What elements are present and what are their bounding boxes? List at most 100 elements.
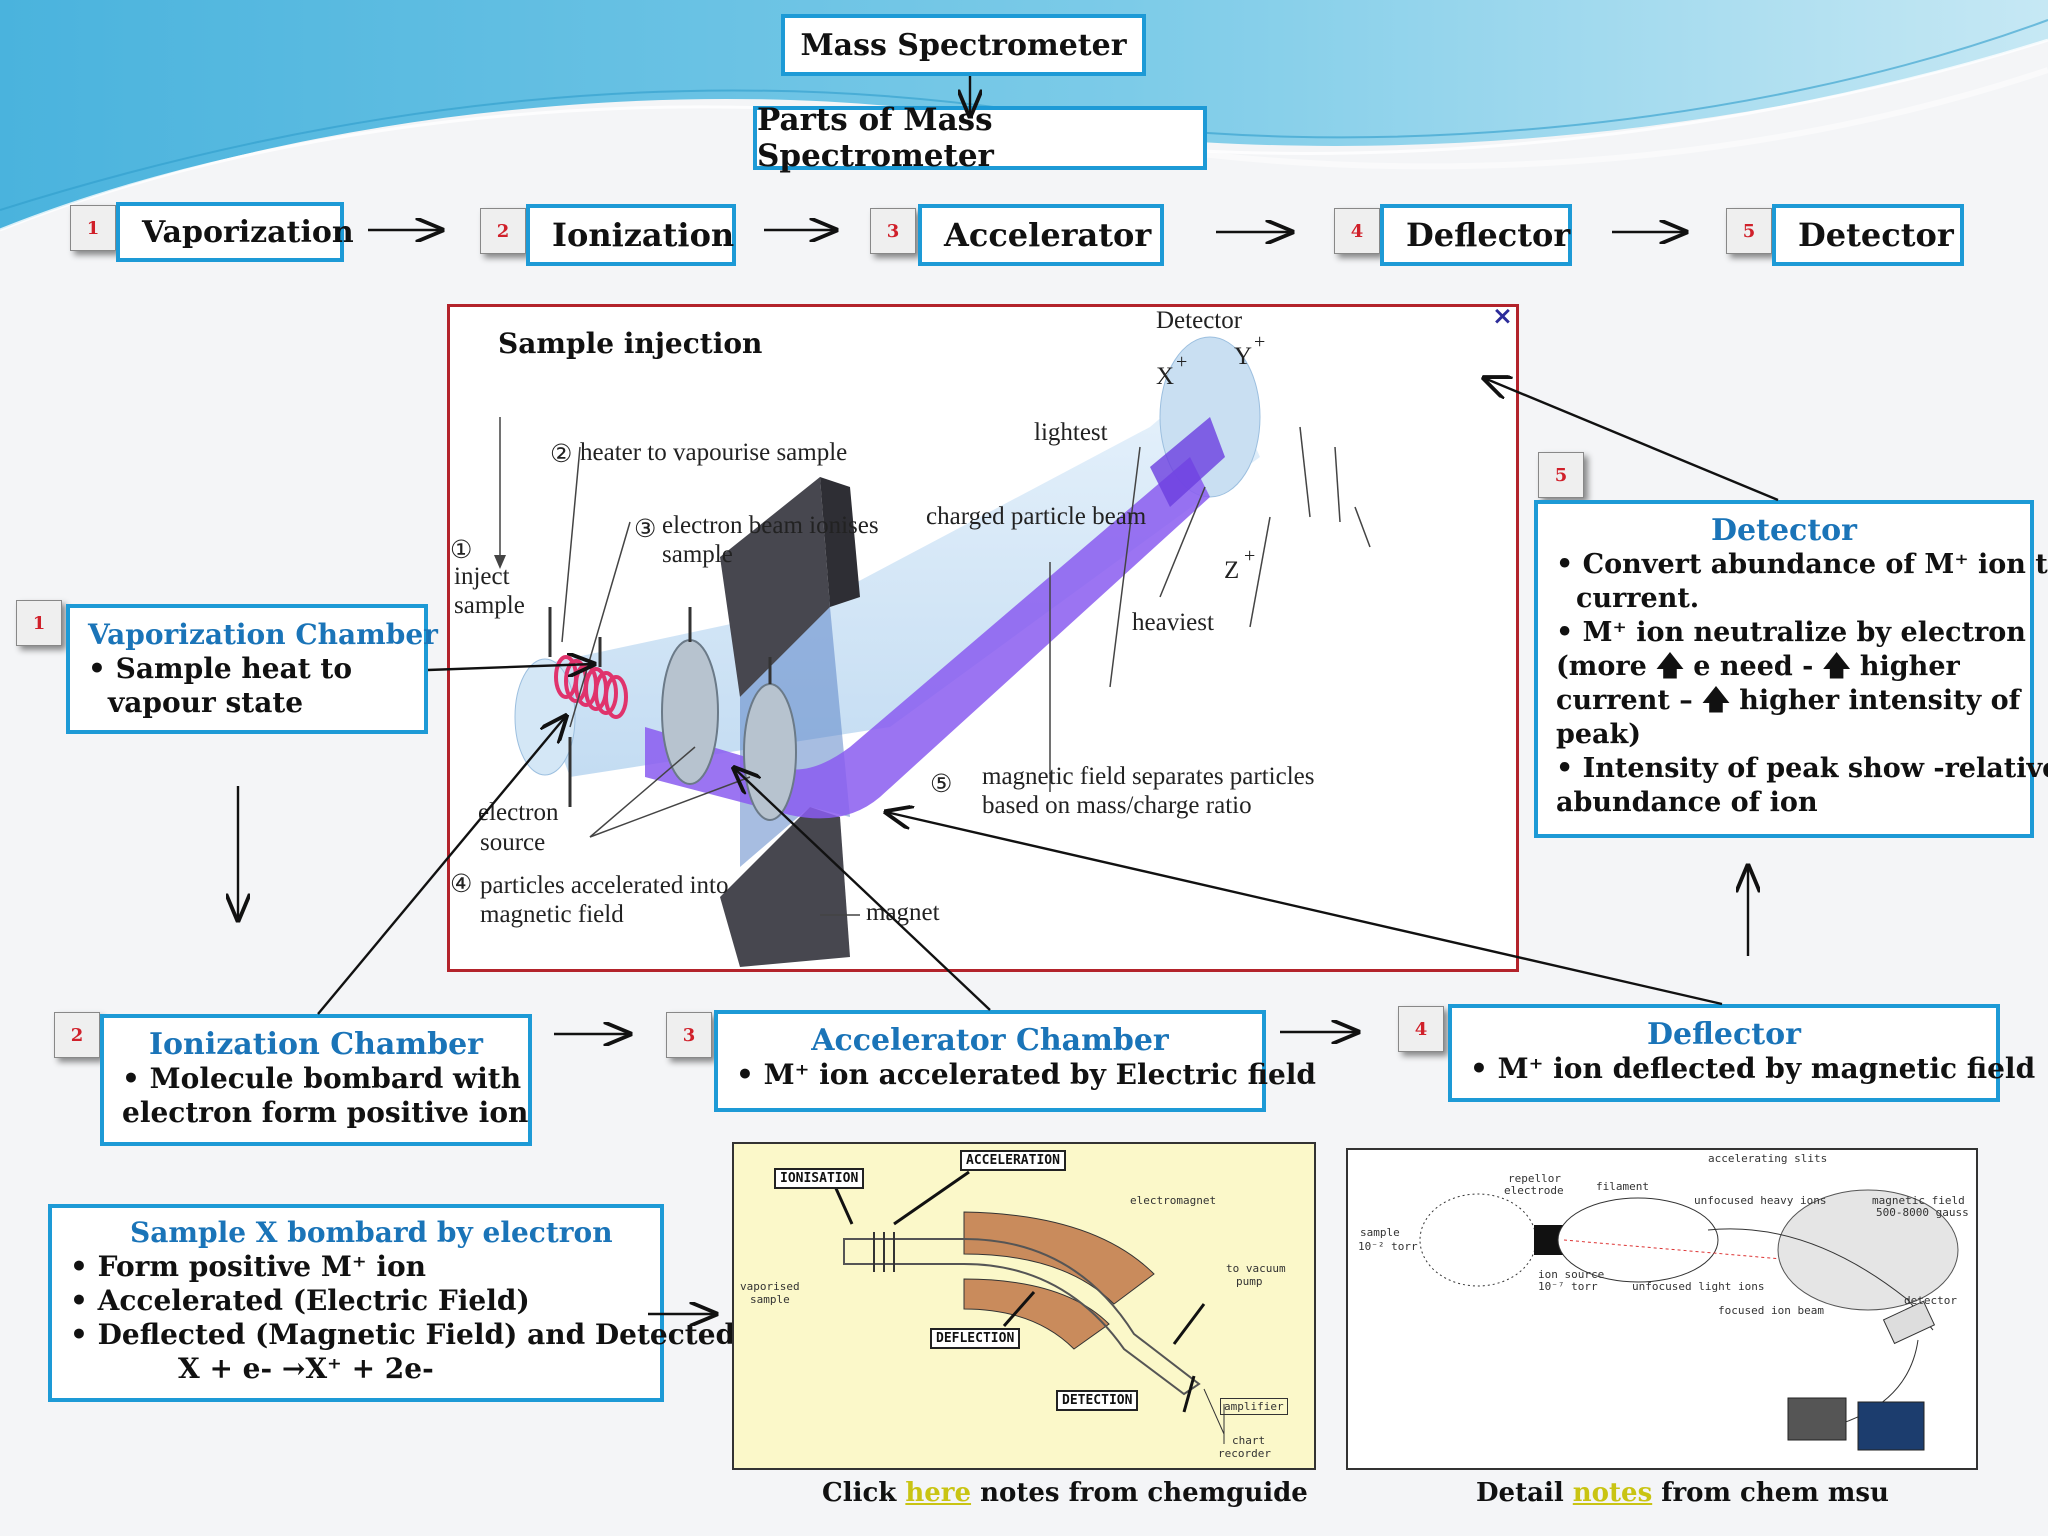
box-line: • Convert abundance of M⁺ ion to [1556, 549, 2048, 580]
inject-label: inject [454, 563, 510, 590]
magnetic-separation-label: based on mass/charge ratio [982, 792, 1252, 819]
electron-source-label: electron [478, 799, 559, 826]
z-label: Z [1224, 557, 1240, 584]
focused-label: focused ion beam [1718, 1304, 1824, 1317]
step-number: 4 [1334, 208, 1380, 254]
detector-box-icon [1882, 1300, 1936, 1345]
box-title: Vaporization Chamber [88, 618, 438, 651]
box-line: • Deflected (Magnetic Field) and Detecte… [70, 1318, 736, 1351]
box-title: Accelerator Chamber [811, 1023, 1169, 1058]
sample-flask [1419, 1193, 1537, 1287]
chemguide-link[interactable]: here [905, 1478, 972, 1508]
box-number: 5 [1538, 452, 1584, 498]
close-icon[interactable]: × [1492, 301, 1513, 330]
step-vaporization: Vaporization [116, 202, 354, 262]
computer-icon [1787, 1397, 1847, 1441]
step-detector: Detector [1772, 204, 1964, 266]
detection-label: DETECTION [1056, 1390, 1139, 1411]
detector-box: Detector • Convert abundance of M⁺ ion t… [1534, 500, 2048, 838]
step-deflector: Deflector [1380, 204, 1572, 266]
box-line: • M⁺ ion deflected by magnetic field [1470, 1052, 2036, 1085]
magnet-bottom [720, 807, 850, 967]
plus-sign: + [1254, 331, 1266, 353]
box-line: electron form positive ion [122, 1096, 529, 1129]
box-number: 2 [54, 1012, 100, 1058]
accelerated-label: magnetic field [480, 901, 624, 928]
box-line: • Accelerated (Electric Field) [70, 1284, 530, 1317]
unfocused-light-label: unfocused light ions [1632, 1280, 1765, 1293]
box-line: • Form positive M⁺ ion [70, 1250, 427, 1283]
box-title: Detector [1711, 513, 1857, 548]
msu-caption: Detail notes from chem msu [1476, 1478, 1889, 1508]
repellor-label: repellor [1508, 1172, 1561, 1185]
x-label: X [1156, 363, 1175, 390]
magnetic-separation-label: magnetic field separates particles [982, 763, 1315, 790]
mass-spectrometer-diagram: Sample injection ① inject sample ② heate… [447, 301, 1519, 972]
box-number: 4 [1398, 1006, 1444, 1052]
spectrometer-illustration [494, 336, 1371, 967]
reaction-equation: X + e- →X⁺ + 2e- [178, 1352, 434, 1385]
step-accelerator: Accelerator [918, 204, 1164, 266]
gauss-label: 500-8000 gauss [1876, 1206, 1969, 1219]
circled-number: ⑤ [930, 771, 953, 798]
electromagnet-label: electromagnet [1130, 1194, 1217, 1207]
electromagnet [963, 1211, 1155, 1305]
ion-torr-label: 10⁻⁷ torr [1538, 1280, 1598, 1293]
electron-beam-label: electron beam ionises [662, 512, 879, 539]
vacuum-label: pump [1236, 1275, 1263, 1288]
step-number: 1 [70, 205, 116, 251]
ionization-chamber-box: Ionization Chamber • Molecule bombard wi… [100, 1014, 532, 1146]
inject-label: sample [454, 592, 525, 619]
heaviest-label: heaviest [1132, 609, 1214, 636]
page-title: Mass Spectrometer [781, 14, 1146, 76]
box-line: • Molecule bombard with [122, 1062, 522, 1095]
summary-box: Sample X bombard by electron • Form posi… [48, 1204, 736, 1402]
box-number: 1 [16, 600, 62, 646]
chart-recorder-label: chart [1232, 1434, 1266, 1447]
box-title: Deflector [1647, 1017, 1801, 1052]
box-line: abundance of ion [1556, 787, 1818, 818]
circled-number: ④ [450, 871, 473, 898]
heater-label: heater to vapourise sample [580, 439, 848, 466]
circled-number: ① [450, 537, 473, 564]
msu-link[interactable]: notes [1572, 1478, 1653, 1508]
caption-text: from chem msu [1652, 1478, 1889, 1508]
caption-text: Click [822, 1478, 906, 1508]
box-line: • Sample heat to [88, 652, 353, 685]
magnet-top [720, 477, 830, 697]
detector-label: Detector [1156, 307, 1243, 334]
circled-number: ② [550, 441, 573, 468]
circled-number: ③ [634, 516, 657, 543]
page-subtitle: Parts of Mass Spectrometer [753, 102, 1207, 174]
accelerated-label: particles accelerated into [480, 872, 729, 899]
electron-beam-label: sample [662, 541, 733, 568]
ionisation-label: IONISATION [774, 1168, 865, 1189]
vaporised-label: sample [750, 1293, 790, 1306]
filament-label: filament [1596, 1180, 1649, 1193]
ion-beam [645, 457, 1210, 819]
msu-diagram: accelerating slits repellor electrode fi… [1346, 1148, 1978, 1470]
detector-label: detector [1904, 1294, 1957, 1307]
magnetic-field-label: magnetic field [1872, 1194, 1965, 1207]
caption-text: Detail [1476, 1478, 1573, 1508]
chart-recorder-label: recorder [1218, 1447, 1271, 1460]
box-number: 3 [666, 1012, 712, 1058]
step-ionization: Ionization [526, 204, 736, 266]
box-line: current. [1576, 583, 1700, 614]
box-line: vapour state [108, 686, 304, 719]
caption-text: notes from chemguide [971, 1478, 1308, 1508]
charged-beam-label: charged particle beam [926, 503, 1147, 530]
repellor-label: electrode [1504, 1184, 1564, 1197]
sample-label: sample [1360, 1226, 1400, 1239]
acceleration-label: ACCELERATION [960, 1150, 1066, 1171]
box-line: • M⁺ ion neutralize by electron [1556, 617, 2026, 648]
accelerator-chamber-box: Accelerator Chamber • M⁺ ion accelerated… [714, 1010, 1316, 1112]
plus-sign: + [1244, 545, 1256, 567]
y-label: Y [1234, 343, 1253, 370]
accelerating-slits-label: accelerating slits [1708, 1152, 1828, 1165]
box-line: • Intensity of peak show -relative [1556, 753, 2048, 784]
arrow [1484, 378, 1779, 502]
vacuum-label: to vacuum [1226, 1262, 1286, 1275]
step-number: 5 [1726, 208, 1772, 254]
plus-sign: + [1176, 351, 1188, 373]
